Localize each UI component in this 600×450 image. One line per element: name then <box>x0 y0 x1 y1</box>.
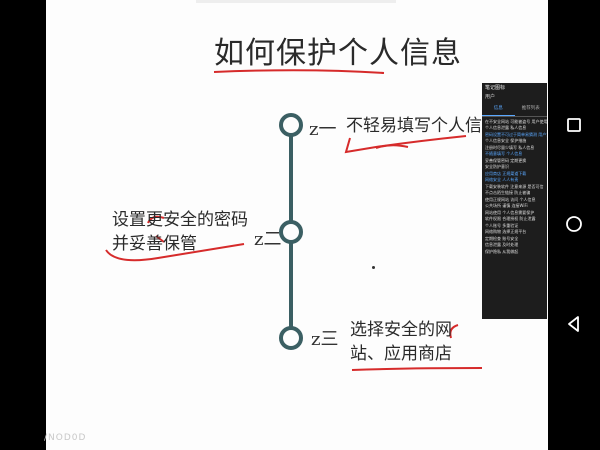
notes-line: 网络安全 人人有责 <box>485 177 519 182</box>
tab-info[interactable]: 信息 <box>482 104 515 116</box>
notes-line: 使用正规网站 访问 个人信息 <box>485 196 536 202</box>
notes-line: 安全防护意识 <box>485 164 509 169</box>
point-3-text: 选择安全的网站、应用商店 <box>350 320 452 364</box>
point-2-label: z二 <box>254 229 282 250</box>
notes-line: 公共场所 谨慎 连接WiFi <box>485 203 528 208</box>
notes-line: 网络购物 选择正规平台 <box>485 229 527 234</box>
timeline-node-1 <box>279 113 303 137</box>
notes-line: 不点击陌生链接 防止被骗 <box>485 190 531 195</box>
notes-line: 下载安装软件 注意来源 是否可信 <box>485 183 544 189</box>
notes-line: 在不安全网站 可能被盗号 用户使用 <box>485 118 547 124</box>
home-icon <box>566 216 582 232</box>
stray-ink-dot <box>372 266 375 269</box>
notes-line: 注册时尽量少填写 私人信息 <box>485 144 535 150</box>
point-2-underline <box>105 243 245 262</box>
point-1-label: z一 <box>309 119 337 140</box>
notes-line: 个人账号 多重验证 <box>485 222 519 228</box>
timeline-node-2 <box>279 220 303 244</box>
point-2-tick <box>155 235 165 243</box>
title-underline <box>213 69 385 74</box>
slide-canvas: 如何保护个人信息 z一 不轻易填写个人信息 z二 设置更安全的密码并妥善保管 z… <box>44 0 548 450</box>
notes-line: 网站使用 个人信息需要保护 <box>485 209 535 215</box>
point-1-mark <box>375 144 409 149</box>
slide-watermark: /NOD0D <box>44 433 87 443</box>
notes-line: 密码设置不可过于简单易猜测 用户设置 <box>485 131 547 137</box>
notes-line: 不随意填写 个人信息 <box>485 151 523 156</box>
tab-recommend[interactable]: 推荐列表 <box>521 106 540 111</box>
timeline-node-3 <box>279 326 303 350</box>
slide-title: 如何保护个人信息 <box>214 36 462 71</box>
home-button[interactable] <box>562 212 586 236</box>
back-icon <box>568 316 579 332</box>
notes-panel-lines: 在不安全网站 可能被盗号 用户使用个人信息泄露 私人信息密码设置不可过于简单易猜… <box>482 119 547 256</box>
point-2-text: 设置更安全的密码并妥善保管 <box>112 210 248 254</box>
notes-panel-tabs: 信息 推荐列表 <box>482 104 547 117</box>
point-1-text: 不轻易填写个人信息 <box>346 116 499 136</box>
notes-panel-uploader[interactable]: 用户 <box>485 93 496 100</box>
notes-line: 信息泄露 及时处理 <box>485 242 519 247</box>
notes-line: 保护隐私 从我做起 <box>485 248 519 254</box>
notes-line: 定期检查 账号安全 <box>485 235 519 241</box>
android-nav-bar <box>548 0 600 450</box>
point-1-underline <box>344 135 467 154</box>
point-2-circle-mark <box>147 215 165 224</box>
slide-top-strip <box>196 0 396 3</box>
recent-apps-icon <box>567 118 581 132</box>
notes-line: 个人信息泄露 私人信息 <box>485 125 527 130</box>
notes-overlay-panel[interactable]: 笔记图标 用户 信息 推荐列表 在不安全网站 可能被盗号 用户使用个人信息泄露 … <box>482 83 547 319</box>
point-3-underline <box>351 367 483 371</box>
notes-line: 应用商店 正规渠道下载 <box>485 170 527 176</box>
notes-line: 妥善保管密码 定期更换 <box>485 157 527 163</box>
recent-apps-button[interactable] <box>562 113 586 137</box>
point-3-label: z三 <box>311 329 339 350</box>
notes-panel-title: 笔记图标 <box>485 85 506 91</box>
point-3-circle-mark <box>449 324 459 339</box>
notes-line: 个人信息安全 保护措施 <box>485 138 527 143</box>
notes-line: 软件权限 合理授权 防止泄露 <box>485 216 536 221</box>
back-button[interactable] <box>562 312 586 336</box>
slide-drawing-layer <box>105 69 483 371</box>
